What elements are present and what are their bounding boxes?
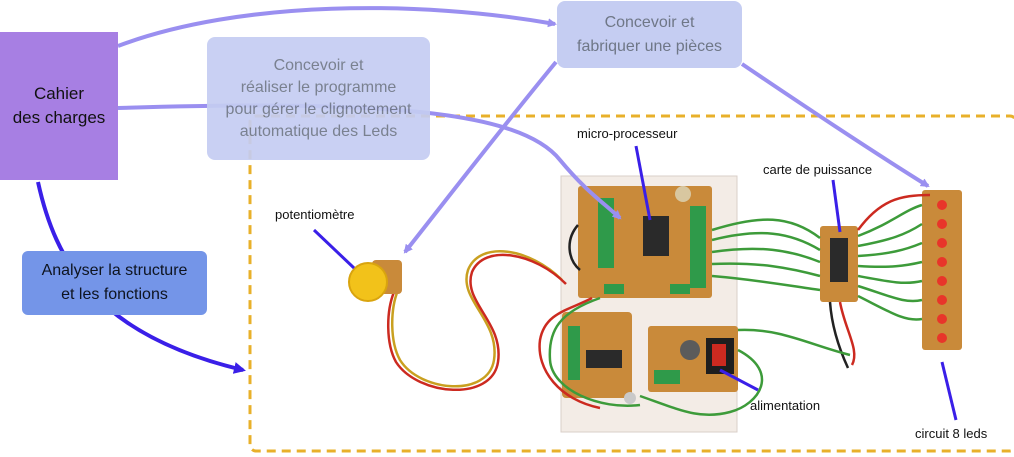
fabrication-label: Concevoir et fabriquer une pièces xyxy=(577,13,722,55)
cahier-label: Cahier des charges xyxy=(12,84,106,127)
wires xyxy=(386,193,931,417)
label-alimentation: alimentation xyxy=(750,398,821,413)
arrow-fabrication-to-leds xyxy=(740,62,930,188)
programme-label: Concevoir et réaliser le programme pour … xyxy=(225,56,412,140)
arrow-fabrication-to-potentiometer xyxy=(403,60,558,254)
microprocessor-board xyxy=(578,186,712,298)
label-circuit-leds: circuit 8 leds xyxy=(915,426,988,441)
power-supply-board xyxy=(648,326,738,392)
potentiometer-knob xyxy=(348,260,402,302)
power-card xyxy=(820,226,858,302)
label-microprocesseur: micro-processeur xyxy=(577,126,678,141)
arrow-cahier-to-fabrication xyxy=(117,6,557,48)
analyse-label: Analyser la structure et les fonctions xyxy=(41,262,188,303)
callout-lines xyxy=(312,145,958,421)
label-carte-puissance: carte de puissance xyxy=(763,162,873,177)
cahier-des-charges-box: Cahier des charges xyxy=(0,32,118,180)
fabrication-box: Concevoir et fabriquer une pièces xyxy=(557,1,742,68)
analyse-box: Analyser la structure et les fonctions xyxy=(22,251,207,315)
label-potentiometre: potentiomètre xyxy=(275,207,355,222)
lower-board xyxy=(562,312,636,404)
led-strip xyxy=(922,190,962,350)
programme-box: Concevoir et réaliser le programme pour … xyxy=(207,37,430,160)
assembly-frame xyxy=(248,114,1014,453)
